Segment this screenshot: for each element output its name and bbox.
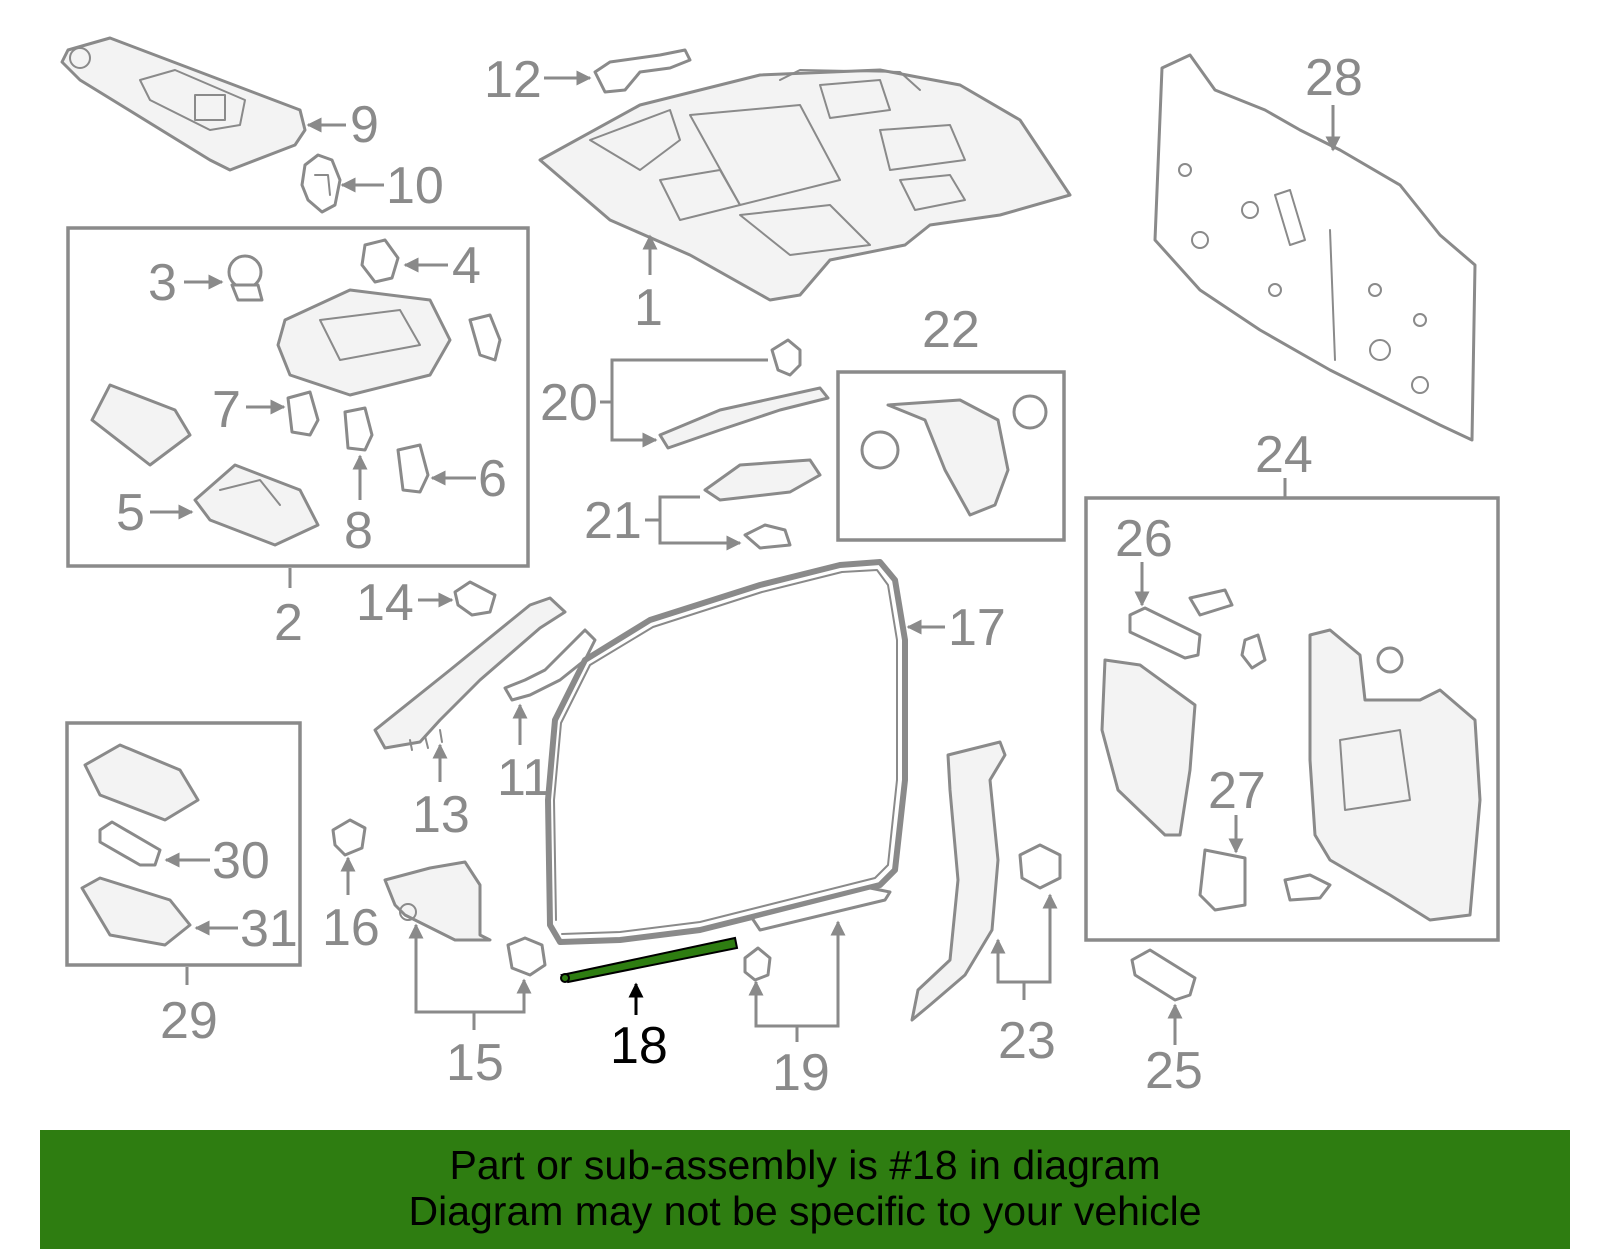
part-26-bracket[interactable]	[1128, 588, 1267, 670]
part-18-scuff-plate[interactable]	[560, 936, 739, 984]
part-lens-left[interactable]	[90, 383, 192, 467]
callout-20: 20	[540, 374, 598, 432]
leader-15	[408, 923, 532, 1014]
part-20-clip[interactable]	[770, 338, 802, 377]
part-16-clip[interactable]	[331, 818, 367, 857]
part-9-sun-visor[interactable]	[60, 36, 307, 172]
callout-6: 6	[478, 450, 507, 508]
callout-5: 5	[116, 484, 145, 542]
part-1-headliner[interactable]	[538, 68, 1072, 302]
part-25-cover[interactable]	[1130, 948, 1197, 1002]
part-29-lamp[interactable]	[83, 743, 200, 822]
part-23-pillar-trim[interactable]	[910, 740, 1007, 1022]
part-14-clip[interactable]	[453, 580, 497, 617]
part-21-bracket[interactable]	[703, 458, 822, 502]
banner-line-2: Diagram may not be specific to your vehi…	[408, 1188, 1202, 1234]
callout-27: 27	[1208, 762, 1266, 820]
group-box-24	[1084, 496, 1500, 942]
part-17-weatherstrip[interactable]	[545, 559, 908, 945]
part-8-switch[interactable]	[343, 406, 374, 452]
part-26-panel[interactable]	[1100, 658, 1197, 837]
callout-1: 1	[634, 279, 663, 337]
part-31-lens[interactable]	[80, 876, 192, 947]
callout-3: 3	[148, 254, 177, 312]
callout-26: 26	[1115, 510, 1173, 568]
part-15-clip[interactable]	[506, 936, 547, 977]
part-13-pillar-trim[interactable]	[373, 596, 567, 751]
callout-17: 17	[948, 599, 1006, 657]
callout-12: 12	[484, 51, 542, 109]
callout-8: 8	[344, 502, 373, 560]
part-15-cowl-trim[interactable]	[383, 860, 492, 942]
part-10-visor-clip[interactable]	[300, 153, 342, 214]
part-30-bulb[interactable]	[98, 820, 162, 867]
part-27-clip[interactable]	[1198, 848, 1332, 912]
callout-21: 21	[584, 492, 642, 550]
part-11-assist-handle[interactable]	[503, 628, 597, 702]
callout-14: 14	[356, 574, 414, 632]
callout-2: 2	[274, 594, 303, 652]
part-23-clip[interactable]	[1018, 843, 1062, 890]
part-19-clip[interactable]	[743, 946, 772, 982]
callout-9: 9	[350, 96, 379, 154]
callout-30: 30	[212, 832, 270, 890]
callout-11: 11	[497, 749, 551, 807]
callout-28: 28	[1305, 49, 1363, 107]
part-24-quarter-trim[interactable]	[1308, 628, 1482, 922]
part-12-grip[interactable]	[593, 48, 692, 94]
callout-22: 22	[922, 301, 980, 359]
leader-21	[645, 495, 740, 543]
info-banner: Part or sub-assembly is #18 in diagram D…	[40, 1130, 1570, 1249]
callout-15: 15	[446, 1034, 504, 1092]
part-22-trim-panel[interactable]	[860, 394, 1048, 517]
part-28-back-panel[interactable]	[1153, 53, 1477, 442]
callout-18: 18	[610, 1017, 668, 1075]
group-box-29	[65, 721, 302, 967]
callout-4: 4	[452, 237, 481, 295]
leader-20	[600, 358, 768, 440]
part-4-switch[interactable]	[360, 238, 400, 284]
callout-7: 7	[212, 381, 241, 439]
callout-24: 24	[1255, 426, 1313, 484]
part-7-switch[interactable]	[286, 390, 320, 437]
part-6-switch[interactable]	[396, 443, 430, 494]
callout-16: 16	[322, 899, 380, 957]
callout-25: 25	[1145, 1042, 1203, 1100]
callout-23: 23	[998, 1012, 1056, 1070]
callout-13: 13	[412, 786, 470, 844]
callout-19: 19	[772, 1044, 830, 1102]
leader-23	[990, 893, 1058, 984]
group-box-22	[836, 370, 1066, 542]
callout-31: 31	[240, 900, 298, 958]
part-3-bulb[interactable]	[227, 254, 264, 302]
part-21-clip[interactable]	[743, 523, 792, 550]
callout-29: 29	[160, 992, 218, 1050]
group-box-2	[66, 226, 530, 568]
banner-line-1: Part or sub-assembly is #18 in diagram	[449, 1142, 1161, 1188]
part-console-overhead[interactable]	[276, 288, 502, 397]
part-5-lamp-housing[interactable]	[193, 463, 320, 547]
part-20-trim[interactable]	[658, 386, 830, 450]
callout-10: 10	[386, 157, 444, 215]
